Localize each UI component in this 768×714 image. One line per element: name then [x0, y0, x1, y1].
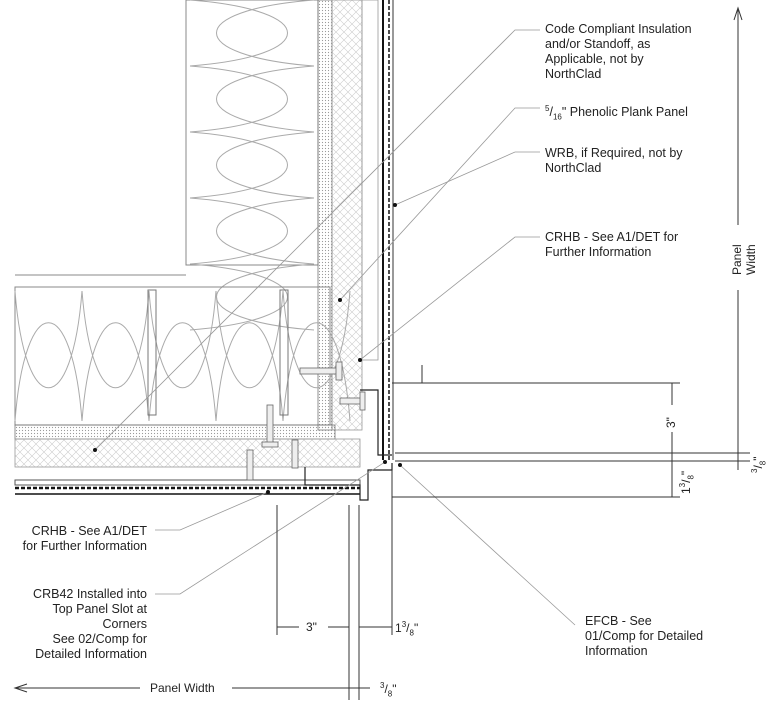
note-line: and/or Standoff, as: [545, 37, 651, 51]
note-line: See 02/Comp for: [52, 632, 148, 646]
insulation-loop: [189, 65, 315, 133]
note-line: Code Compliant Insulation: [545, 22, 692, 36]
vertical-wall-layers: [317, 0, 394, 460]
leader-arrows: [93, 203, 402, 494]
insulation-loop: [215, 290, 284, 422]
note-crhb-left: CRHB - See A1/DET for Further Informatio…: [0, 524, 147, 554]
note-line: 01/Comp for Detailed: [585, 629, 704, 643]
note-line: Further Information: [545, 245, 652, 259]
note-line: EFCB - See: [585, 614, 652, 628]
insulation-loop: [189, 197, 315, 265]
dim-bottom-3in: 3": [306, 620, 317, 634]
insulation-loop: [148, 290, 217, 422]
horizontal-insulation: [14, 274, 351, 426]
dim-num: 3: [750, 468, 759, 473]
note-phenolic-panel: 5/16" Phenolic Plank Panel: [545, 104, 688, 122]
dim-num: 3: [401, 620, 407, 629]
dim-panel-width-horizontal: Panel Width: [150, 681, 215, 695]
note-line: Top Panel Slot at: [52, 602, 147, 616]
note-line: NorthClad: [545, 67, 602, 81]
dim-num: 3: [678, 482, 687, 488]
dim-panel-width-vertical: Panel Width: [730, 244, 758, 275]
dim-right-1-3-8: 13/8": [678, 470, 696, 494]
dim-den: 8: [686, 475, 696, 480]
dim-bottom-1-3-8: 13/8": [395, 620, 419, 638]
vertical-insulation: [185, 0, 319, 331]
note-efcb: EFCB - See 01/Comp for Detailed Informat…: [585, 614, 703, 659]
insulation-loop: [14, 290, 83, 422]
note-line: Applicable, not by: [545, 52, 644, 66]
fraction-den: 16: [552, 112, 562, 122]
insulation-loop: [189, 0, 315, 67]
dim-den: 8: [387, 689, 393, 699]
note-text: " Phenolic Plank Panel: [561, 105, 688, 120]
screw-fasteners: [246, 361, 366, 481]
note-line: Detailed Information: [35, 647, 147, 661]
fraction-num: 5: [545, 104, 550, 113]
note-line: CRHB - See A1/DET for: [545, 230, 679, 244]
note-line: WRB, if Required, not by: [545, 146, 683, 160]
bottom-dimension-lines: [13, 470, 393, 700]
dim-unit: ": [413, 621, 419, 635]
dim-bottom-3-8: 3/8": [380, 681, 397, 699]
dim-unit: ": [392, 682, 397, 696]
insulation-loop: [189, 263, 315, 331]
horizontal-wall-layers: [14, 389, 393, 501]
insulation-loop: [81, 290, 150, 422]
insulation-loop: [282, 290, 351, 422]
dim-den: 8: [758, 460, 768, 466]
right-dimension-lines: [392, 6, 750, 498]
dim-whole: 1: [395, 621, 402, 635]
note-wrb: WRB, if Required, not by NorthClad: [545, 146, 683, 176]
note-line: NorthClad: [545, 161, 602, 175]
dim-num: 3: [380, 681, 385, 690]
dim-unit: ": [679, 470, 693, 476]
note-crhb-right: CRHB - See A1/DET for Further Informatio…: [545, 230, 678, 260]
note-line: CRB42 Installed into: [33, 587, 147, 601]
dim-whole: 1: [679, 487, 693, 494]
dim-right-3-8: 3/8": [750, 456, 768, 473]
note-line: Corners: [102, 617, 147, 631]
note-crb42: CRB42 Installed into Top Panel Slot at C…: [0, 587, 147, 662]
dim-unit: ": [751, 456, 765, 461]
insulation-loop: [189, 131, 315, 199]
note-line: CRHB - See A1/DET: [31, 524, 147, 538]
dim-den: 8: [409, 628, 414, 638]
note-line: Information: [585, 644, 648, 658]
leader-lines: [94, 29, 576, 626]
note-insulation: Code Compliant Insulation and/or Standof…: [545, 22, 692, 82]
dim-right-3in: 3": [664, 417, 678, 428]
note-line: for Further Information: [22, 539, 147, 553]
